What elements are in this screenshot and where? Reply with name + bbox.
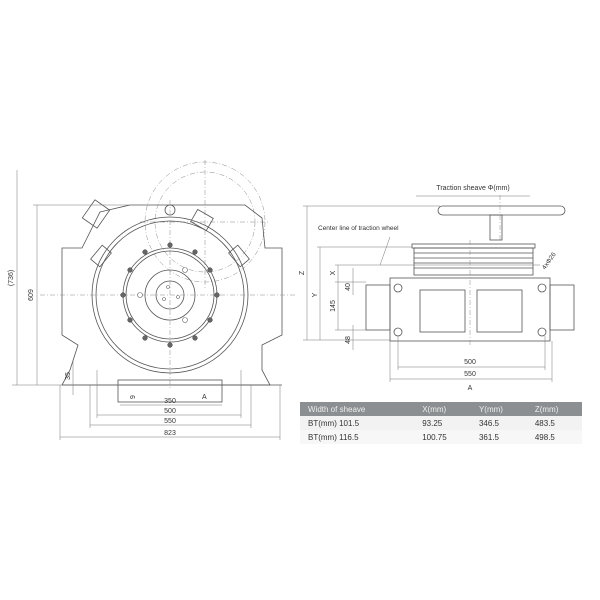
cell: BT(mm) 101.5 [300,416,415,430]
cell: 498.5 [526,430,582,444]
dim-x: X [330,270,337,275]
motor-housing [61,204,283,386]
hole-label: 4xΦ26 [541,251,558,271]
traction-sheave-label: Traction sheave Φ(mm) [436,185,509,192]
table-header: Width of sheave X(mm) Y(mm) Z(mm) [300,402,582,416]
dim-width-550: 550 [164,418,176,425]
dim-small: 9 [130,395,137,399]
cell: 361.5 [470,430,527,444]
side-view-marker-a: A [468,385,473,392]
table-row: BT(mm) 101.5 93.25 346.5 483.5 [300,416,582,430]
header-width: Width of sheave [300,402,415,416]
dim-145: 145 [330,300,337,312]
front-view: (736) 609 35 9 A 350 500 550 823 [8,160,295,440]
dim-y: Y [312,292,319,297]
sheave-top [437,205,566,216]
dim-width-500: 500 [164,408,176,415]
dim-height: 609 [28,289,35,301]
brake-right [549,284,575,331]
center-line-label: Center line of traction wheel [318,225,399,232]
dim-48: 48 [345,336,352,344]
cell: 100.75 [414,430,471,444]
brake-left [365,284,391,331]
header-x: X(mm) [414,402,471,416]
dim-width-823: 823 [164,430,176,437]
table-row: BT(mm) 116.5 100.75 361.5 498.5 [300,430,582,444]
dim-z: Z [299,270,306,275]
dim-width-350: 350 [164,398,176,405]
bolt-circle [120,242,220,348]
cell: BT(mm) 116.5 [300,430,415,444]
cell: 346.5 [470,416,527,430]
side-dim-550: 550 [464,371,476,378]
dim-base: 35 [65,372,72,380]
side-view: Traction sheave Φ(mm) Center line of tra… [299,185,575,392]
cell: 483.5 [526,416,582,430]
base-plate [117,379,223,403]
side-dim-500: 500 [464,359,476,366]
view-marker-a: A [202,394,207,401]
header-z: Z(mm) [526,402,582,416]
header-y: Y(mm) [470,402,527,416]
sheave-spec-table: Width of sheave X(mm) Y(mm) Z(mm) BT(mm)… [300,402,582,444]
sheave-grooves [413,247,534,276]
dim-total-height: (736) [8,270,15,286]
terminal-box [81,199,111,229]
dim-40: 40 [345,283,352,291]
cell: 93.25 [414,416,471,430]
